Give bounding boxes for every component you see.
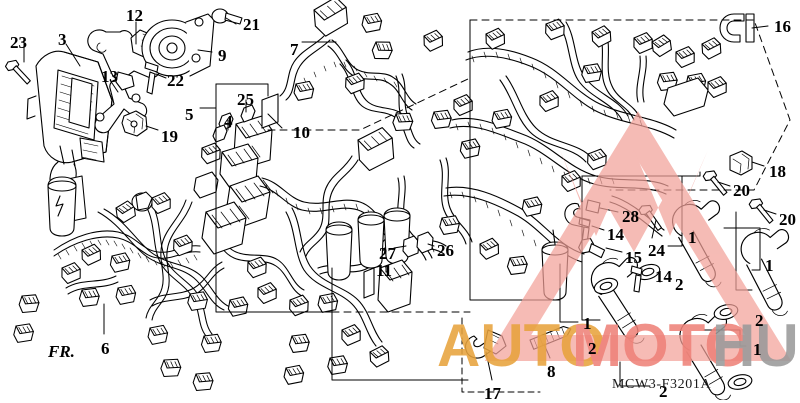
callout-number-15: 15 — [625, 248, 642, 267]
part-bolt-23 — [1, 57, 36, 86]
callout-number-23: 23 — [10, 33, 27, 52]
part-connector-cluster-5 — [193, 93, 279, 255]
callout-number-18: 18 — [769, 162, 786, 181]
callout-number-9: 9 — [218, 46, 227, 65]
part-bolt-22 — [144, 61, 159, 95]
callout-number-2: 2 — [675, 275, 684, 294]
callout-number-13: 13 — [101, 67, 118, 86]
part-horn-9 — [141, 13, 215, 77]
callout-number-4: 4 — [224, 112, 233, 131]
callout-number-14: 14 — [607, 225, 624, 244]
callout-number-6: 6 — [101, 339, 110, 358]
part-bolt-21 — [211, 8, 243, 25]
callout-number-26: 26 — [437, 241, 454, 260]
callout-number-24: 24 — [648, 241, 665, 260]
callout-number-1: 1 — [583, 314, 592, 333]
part-bolt-14 — [630, 265, 643, 293]
callout-number-1: 1 — [765, 256, 774, 275]
orientation-marker-label: FR. — [48, 342, 75, 361]
part-coil-can — [325, 221, 353, 281]
callout-number-20: 20 — [779, 210, 796, 229]
callout-number-16: 16 — [774, 17, 791, 36]
part-bolt-20 — [698, 167, 734, 197]
callout-number-8: 8 — [547, 362, 556, 381]
part-seal-2 — [726, 372, 754, 392]
part-band-8 — [529, 325, 572, 350]
callout-number-11: 11 — [376, 261, 393, 280]
callout-number-12: 12 — [126, 6, 143, 25]
callout-number-19: 19 — [161, 127, 178, 146]
callout-number-27: 27 — [379, 244, 396, 263]
part-solenoid-left — [47, 176, 77, 237]
callout-number-3: 3 — [58, 30, 67, 49]
callout-number-2: 2 — [588, 339, 597, 358]
callout-number-7: 7 — [290, 40, 299, 59]
callout-number-1: 1 — [688, 228, 697, 247]
part-bolt-20 — [744, 195, 780, 225]
part-coil-can — [357, 211, 385, 269]
part-stay-13 — [94, 71, 148, 134]
callout-number-21: 21 — [243, 15, 260, 34]
part-terminal-17 — [464, 329, 507, 359]
callout-number-20: 20 — [733, 181, 750, 200]
part-clamp-19 — [121, 110, 148, 137]
callout-number-10: 10 — [293, 123, 310, 142]
callout-number-1: 1 — [753, 340, 762, 359]
part-subharness-7 — [279, 0, 453, 149]
callout-number-14: 14 — [655, 267, 672, 286]
callout-number-17: 17 — [484, 384, 501, 403]
callout-number-2: 2 — [659, 382, 668, 401]
callout-number-28: 28 — [622, 207, 639, 226]
callout-number-25: 25 — [237, 90, 254, 109]
callout-number-22: 22 — [167, 71, 184, 90]
part-main-harness — [227, 127, 473, 387]
part-clip-18 — [729, 150, 753, 176]
diagram-part-number: MCW3-F3201A — [612, 377, 712, 392]
callout-number-2: 2 — [755, 311, 764, 330]
callout-number-5: 5 — [185, 105, 194, 124]
